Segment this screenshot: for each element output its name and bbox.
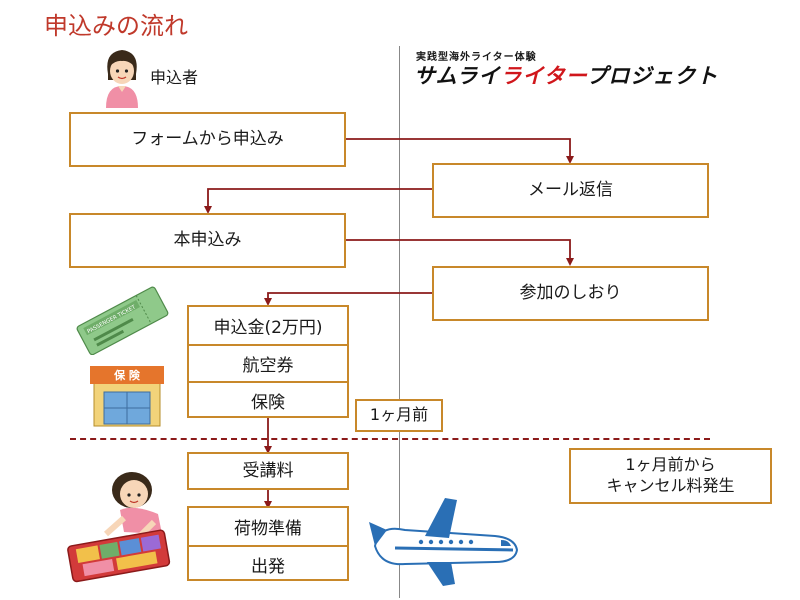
step-departure: 出発 [189, 545, 347, 582]
insurance-sign-text: 保 険 [113, 368, 141, 382]
cancellation-line2: キャンセル料発生 [606, 476, 735, 495]
arrow-guide-to-fee [264, 292, 432, 306]
payment-group: 申込金(2万円) 航空券 保険 [187, 305, 349, 418]
arrow-form-to-mail [346, 138, 574, 164]
one-month-before-badge: 1ヶ月前 [355, 399, 443, 432]
brand-name-part1: サムライ [414, 64, 501, 88]
departure-group: 荷物準備 出発 [187, 506, 349, 581]
cancellation-line1: 1ヶ月前から [625, 455, 716, 475]
arrow-main-to-guide [346, 239, 574, 266]
brand-subtitle: 実践型海外ライター体験 [416, 52, 537, 63]
person-icon [100, 44, 144, 108]
arrow-mail-to-main [204, 188, 432, 214]
step-insurance: 保険 [189, 381, 347, 418]
step-packing: 荷物準備 [234, 519, 302, 539]
cancellation-note: 1ヶ月前から キャンセル料発生 [569, 448, 772, 504]
ticket-icon: PASSENGER TICKET [72, 285, 172, 355]
deadline-dashed-line [70, 438, 710, 440]
page-title: 申込みの流れ [44, 12, 188, 40]
step-main-application: 本申込み [69, 213, 346, 268]
packing-person-icon [62, 462, 174, 584]
step-guide: 参加のしおり [432, 266, 709, 321]
brand-name-part3: プロジェクト [586, 64, 719, 88]
applicant-label: 申込者 [150, 68, 199, 87]
brand-logo: サムライライタープロジェクト [414, 60, 718, 90]
vertical-divider [399, 46, 400, 598]
step-air-ticket: 航空券 [189, 344, 347, 381]
step-form-application: フォームから申込み [69, 112, 346, 167]
step-tuition: 受講料 [187, 452, 349, 490]
step-mail-reply: メール返信 [432, 163, 709, 218]
airplane-icon [365, 490, 525, 590]
insurance-building-icon: 保 険 [88, 362, 166, 428]
step-fee: 申込金(2万円) [213, 318, 323, 338]
brand-name-part2: ライター [500, 64, 587, 88]
